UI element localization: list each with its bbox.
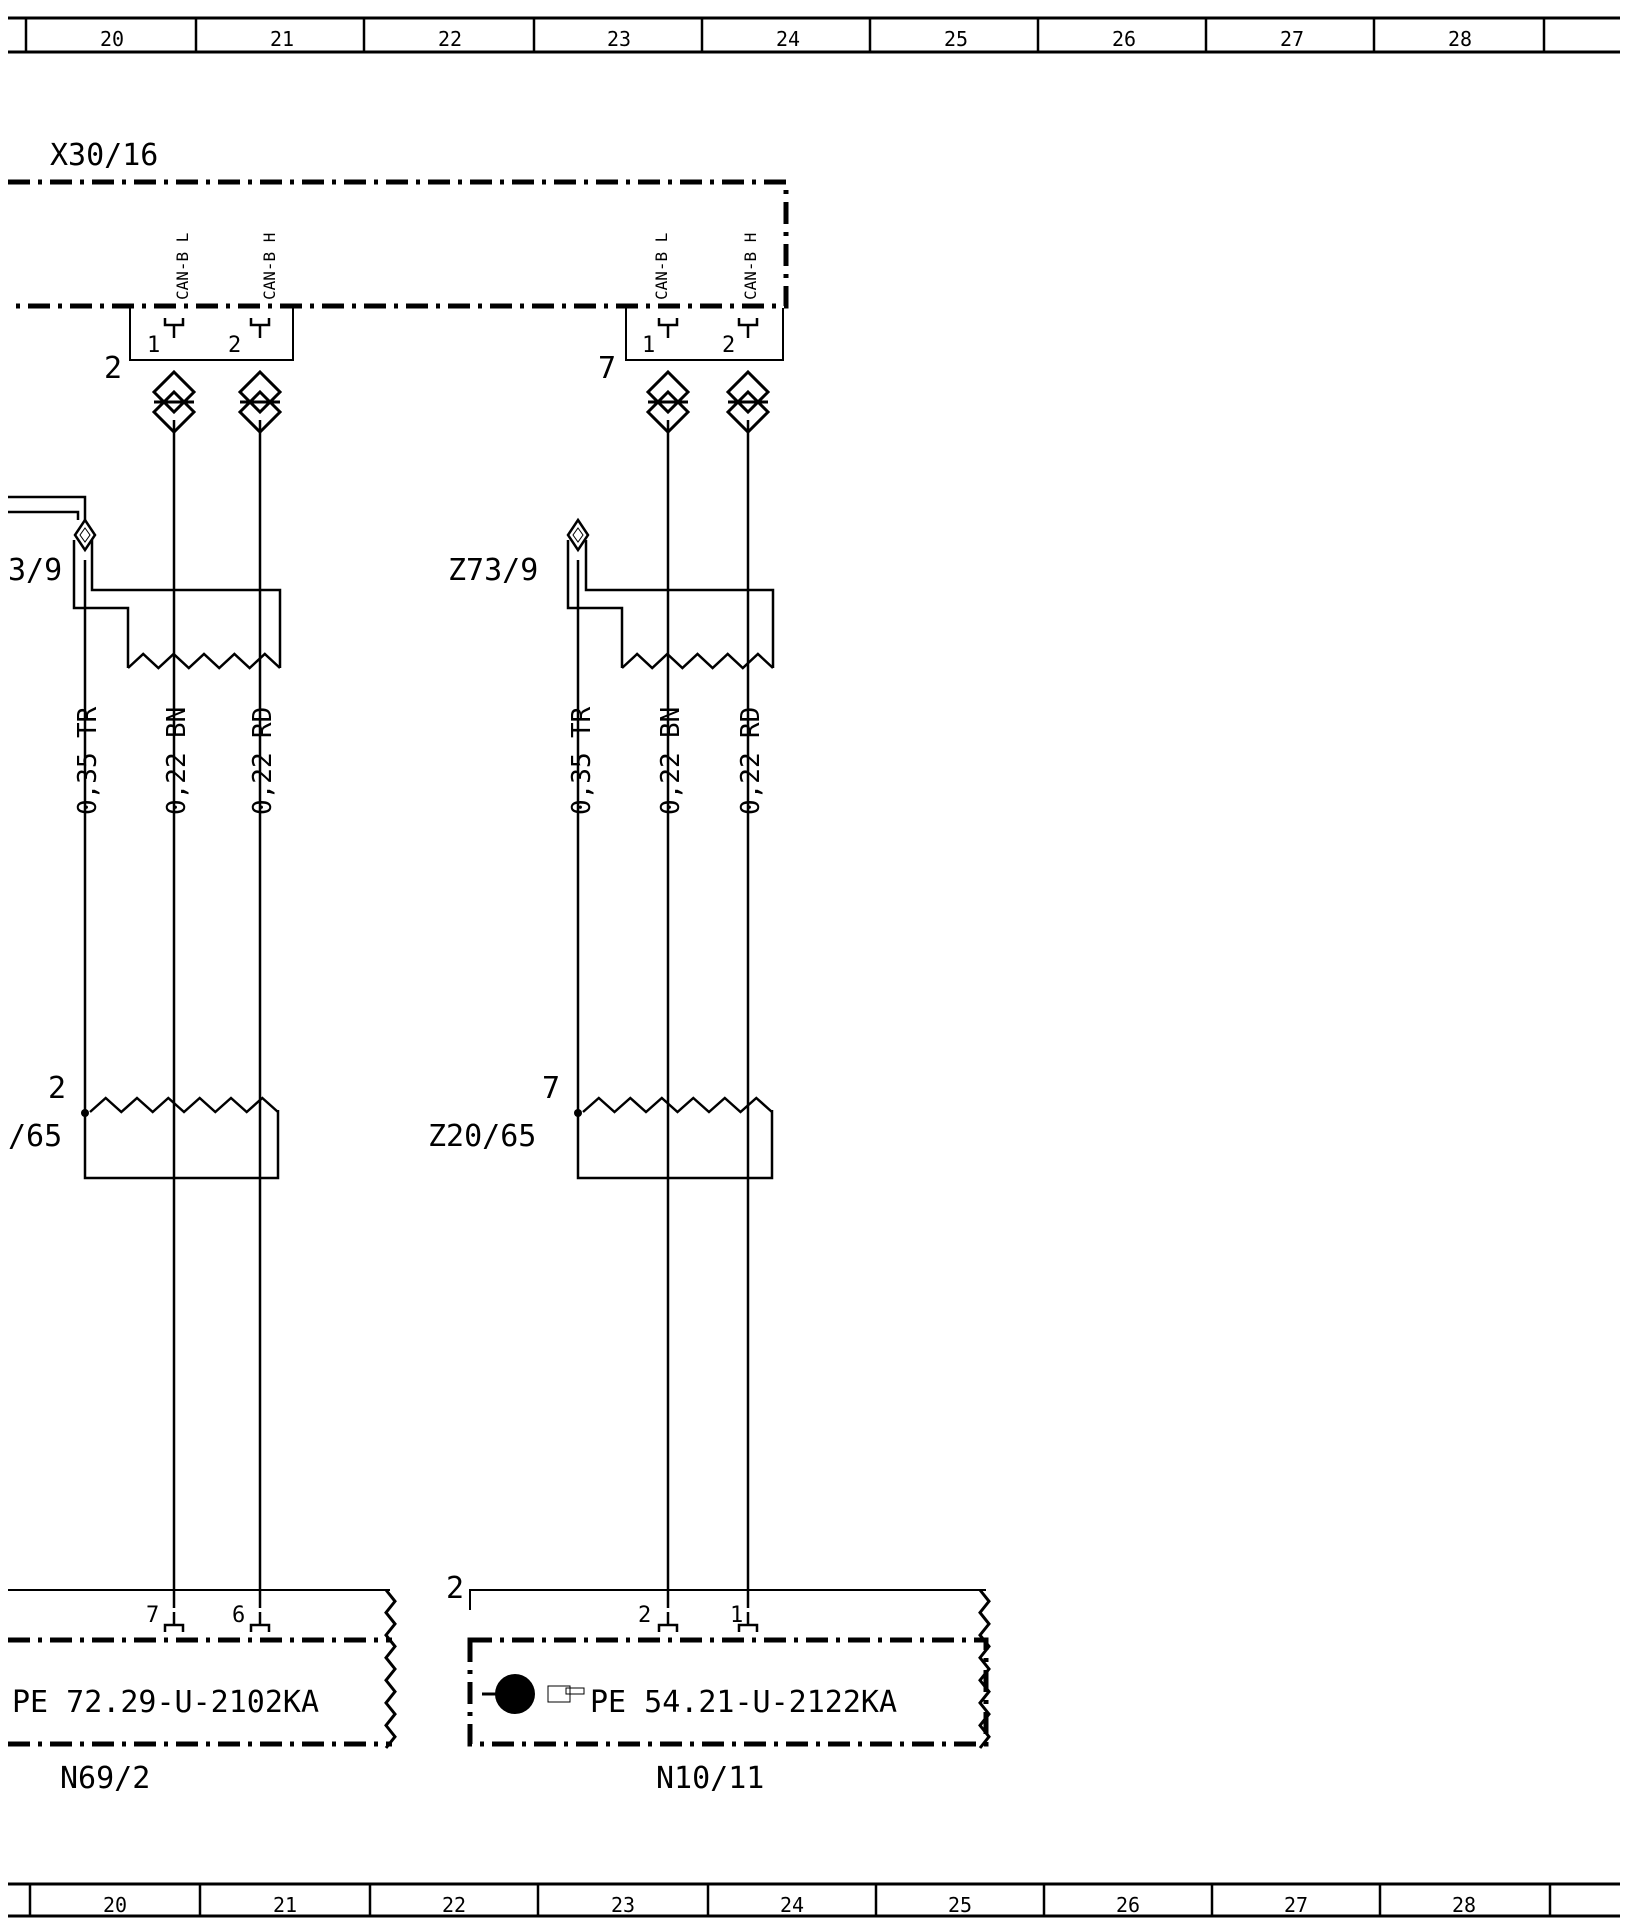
inline-connector-icon xyxy=(237,369,283,415)
bottom-col-28: 28 xyxy=(1452,1893,1476,1917)
bottom-ruler: 20 21 22 23 24 25 26 27 28 xyxy=(8,1882,1620,1918)
n10-name: N10/11 xyxy=(656,1761,764,1796)
top-col-24: 24 xyxy=(776,27,800,51)
wire-rd-size-left: 0,22 xyxy=(248,752,278,815)
pointing-hand-icon xyxy=(547,1685,585,1703)
right-group-number: 7 xyxy=(598,351,616,386)
connector-x30-16: X30/16 CAN-B L CAN-B H CAN-B L CAN-B H 2… xyxy=(8,138,789,386)
right-signal-can-l: CAN-B L xyxy=(652,233,671,300)
left-pin-1: 1 xyxy=(147,333,160,358)
n69-name: N69/2 xyxy=(60,1761,150,1796)
wire-lines xyxy=(83,420,750,1608)
wire-labels: TR 0,35 BN 0,22 RD 0,22 TR 0,35 BN 0,22 … xyxy=(73,706,766,815)
bottom-col-20: 20 xyxy=(103,1893,127,1917)
top-col-20: 20 xyxy=(100,27,124,51)
top-col-27: 27 xyxy=(1280,27,1304,51)
top-ruler: 20 21 22 23 24 25 26 27 28 xyxy=(8,16,1620,54)
top-col-21: 21 xyxy=(270,27,294,51)
top-col-25: 25 xyxy=(944,27,968,51)
left-group-number: 2 xyxy=(104,351,122,386)
n10-ref: PE 54.21-U-2122KA xyxy=(590,1685,897,1720)
top-col-23: 23 xyxy=(607,27,631,51)
wire-rd-color-right: RD xyxy=(736,707,766,738)
splice-diamond-icon xyxy=(566,517,590,553)
module-pin-jacks xyxy=(163,1612,759,1632)
inline-connectors xyxy=(151,369,771,435)
wire-bn-color-right: BN xyxy=(656,707,686,738)
top-col-28: 28 xyxy=(1448,27,1472,51)
wire-bn-size-right: 0,22 xyxy=(656,752,686,815)
inline-connector-icon xyxy=(151,369,197,415)
wire-tr-color-left: TR xyxy=(73,706,103,738)
wire-rd-color-left: RD xyxy=(248,707,278,738)
inline-connector-icon xyxy=(725,369,771,415)
upper-right-shield-label: Z73/9 xyxy=(448,553,538,588)
jack-connector-icon xyxy=(657,1623,679,1632)
left-pin-2: 2 xyxy=(228,333,241,358)
bottom-col-26: 26 xyxy=(1116,1893,1140,1917)
shield-lower-right: 7 Z20/65 xyxy=(428,1071,774,1180)
jack-connector-icon xyxy=(737,1623,759,1632)
n10-corner-number: 2 xyxy=(446,1571,464,1606)
n69-pin-6: 6 xyxy=(232,1603,245,1628)
bottom-col-23: 23 xyxy=(611,1893,635,1917)
cable-break-icon xyxy=(978,1589,991,1749)
upper-left-shield-label: 3/9 xyxy=(8,553,62,588)
module-n69-2: 7 6 PE 72.29-U-2102KA N69/2 xyxy=(8,1589,397,1796)
connector-name: X30/16 xyxy=(50,138,158,173)
n69-pin-7: 7 xyxy=(146,1603,159,1628)
lower-right-pin: 7 xyxy=(542,1071,560,1106)
bottom-col-21: 21 xyxy=(273,1893,297,1917)
bottom-col-27: 27 xyxy=(1284,1893,1308,1917)
cable-break-icon xyxy=(384,1589,397,1749)
bottom-col-22: 22 xyxy=(442,1893,466,1917)
jack-connector-icon xyxy=(249,1623,271,1632)
wire-tr-size-left: 0,35 xyxy=(73,752,103,815)
right-pin-2: 2 xyxy=(722,333,735,358)
top-col-22: 22 xyxy=(438,27,462,51)
left-signal-can-h: CAN-B H xyxy=(260,233,279,300)
wire-tr-color-right: TR xyxy=(567,706,597,738)
right-signal-can-h: CAN-B H xyxy=(741,233,760,300)
bottom-col-25: 25 xyxy=(948,1893,972,1917)
wire-bn-color-left: BN xyxy=(162,707,192,738)
n10-pin-2: 2 xyxy=(638,1603,651,1628)
wire-tr-size-right: 0,35 xyxy=(567,752,597,815)
lower-left-pin: 2 xyxy=(48,1071,66,1106)
transistor-icon xyxy=(482,1674,535,1714)
module-n10-11: 2 2 1 PE 54.21-U-2122KA N10/11 xyxy=(446,1571,991,1796)
bottom-col-24: 24 xyxy=(780,1893,804,1917)
right-pin-1: 1 xyxy=(642,333,655,358)
jack-connector-icon xyxy=(657,318,679,327)
n69-ref: PE 72.29-U-2102KA xyxy=(12,1685,319,1720)
jack-connector-icon xyxy=(249,318,271,327)
left-signal-can-l: CAN-B L xyxy=(173,233,192,300)
wire-rd-size-right: 0,22 xyxy=(736,752,766,815)
jack-connector-icon xyxy=(163,1623,185,1632)
jack-connector-icon xyxy=(163,318,185,327)
shield-lower-left: 2 /65 xyxy=(8,1071,280,1180)
inline-connector-icon xyxy=(645,369,691,415)
shield-upper-right: Z73/9 xyxy=(448,517,775,670)
top-col-26: 26 xyxy=(1112,27,1136,51)
lower-right-shield-label: Z20/65 xyxy=(428,1119,536,1154)
splice-diamond-icon xyxy=(73,517,97,553)
n10-pin-1: 1 xyxy=(730,1603,743,1628)
wire-bn-size-left: 0,22 xyxy=(162,752,192,815)
lower-left-shield-label: /65 xyxy=(8,1119,62,1154)
jack-connector-icon xyxy=(737,318,759,327)
shield-upper-left: 3/9 xyxy=(8,495,282,670)
